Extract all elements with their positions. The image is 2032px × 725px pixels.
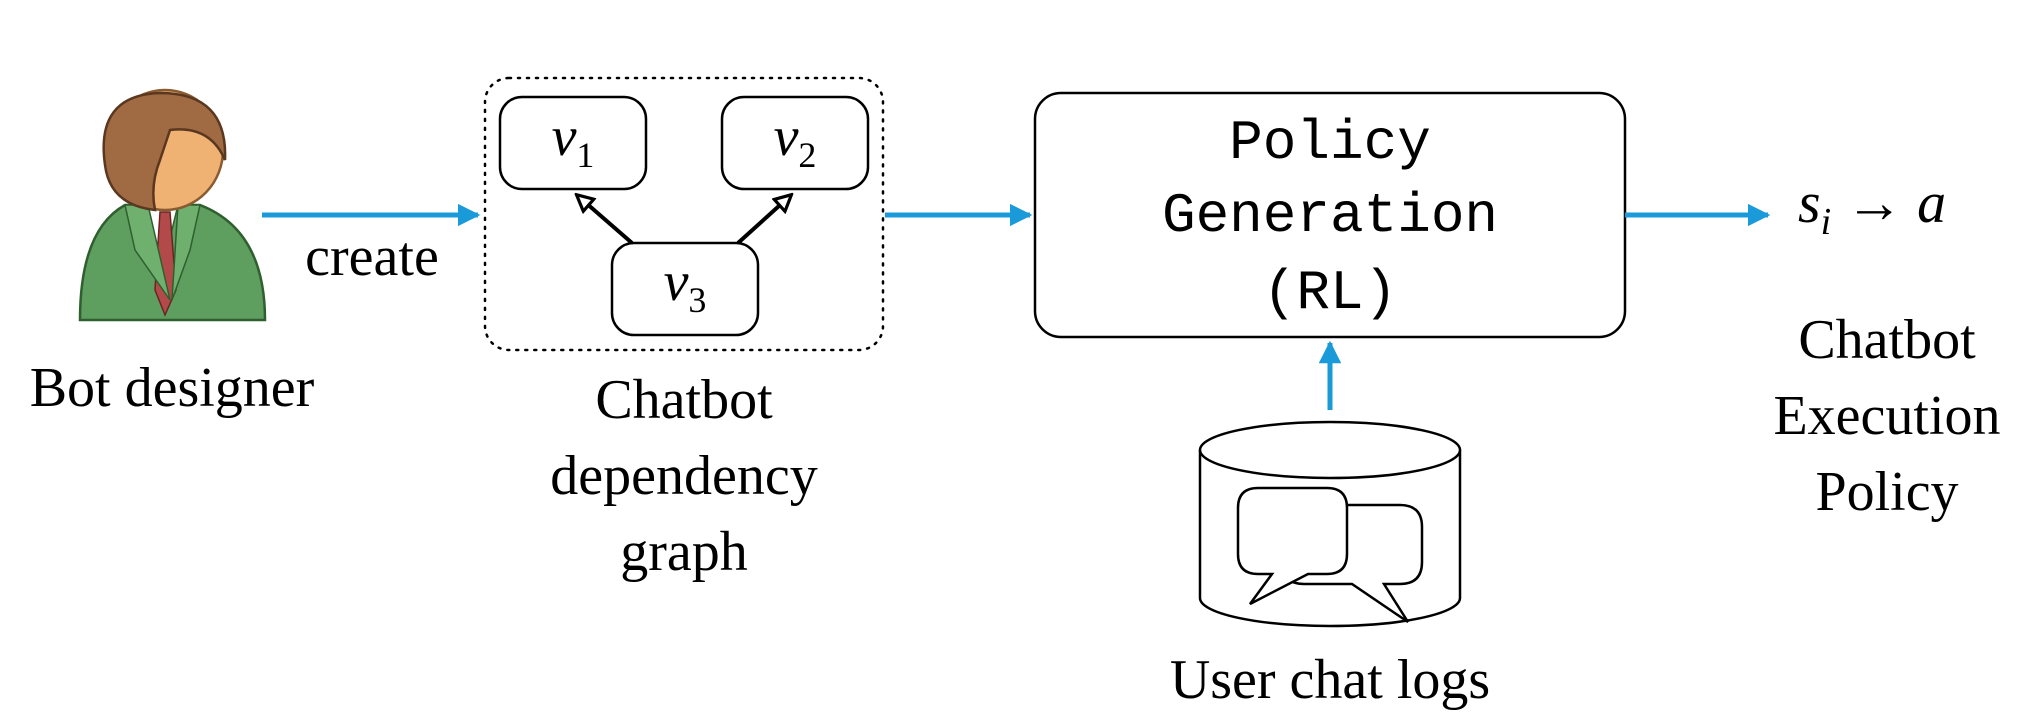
node-v3: v3 [610, 241, 760, 337]
bot-designer-person-icon [78, 88, 267, 322]
output-label-line2: Execution [1773, 385, 2000, 447]
graph-label-line1: Chatbot [595, 369, 773, 431]
speech-bubble-front [1236, 486, 1349, 606]
node-v2: v2 [720, 95, 870, 191]
user-chat-logs-label: User chat logs [1170, 649, 1490, 711]
policy-label-line3: (RL) [1263, 261, 1397, 325]
node-v2-box [720, 95, 870, 191]
output-label-line3: Policy [1815, 461, 1958, 523]
policy-label-line1: Policy [1229, 111, 1431, 175]
hair-shape [102, 91, 227, 212]
edge-v3-v2 [736, 196, 790, 245]
output-label-line1: Chatbot [1798, 309, 1976, 371]
speech-bubbles-icon [1236, 486, 1424, 624]
database-top [1198, 420, 1462, 480]
chat-logs-database-icon [1198, 420, 1462, 628]
node-v1-box [498, 95, 648, 191]
node-v3-text: v3 [664, 251, 707, 320]
node-v2-text: v2 [774, 106, 817, 175]
graph-label-line2: dependency [550, 445, 817, 507]
node-v1: v1 [498, 95, 648, 191]
graph-label-line3: graph [620, 521, 748, 583]
policy-label-line2: Generation [1162, 184, 1498, 248]
lapel-right [171, 204, 201, 301]
output-formula: si→a [1798, 170, 1946, 243]
edge-v3-v1 [578, 196, 634, 245]
node-v1-text: v1 [552, 106, 595, 175]
node-v3-box [610, 241, 760, 337]
create-label: create [305, 226, 439, 288]
bot-designer-label: Bot designer [30, 357, 315, 419]
